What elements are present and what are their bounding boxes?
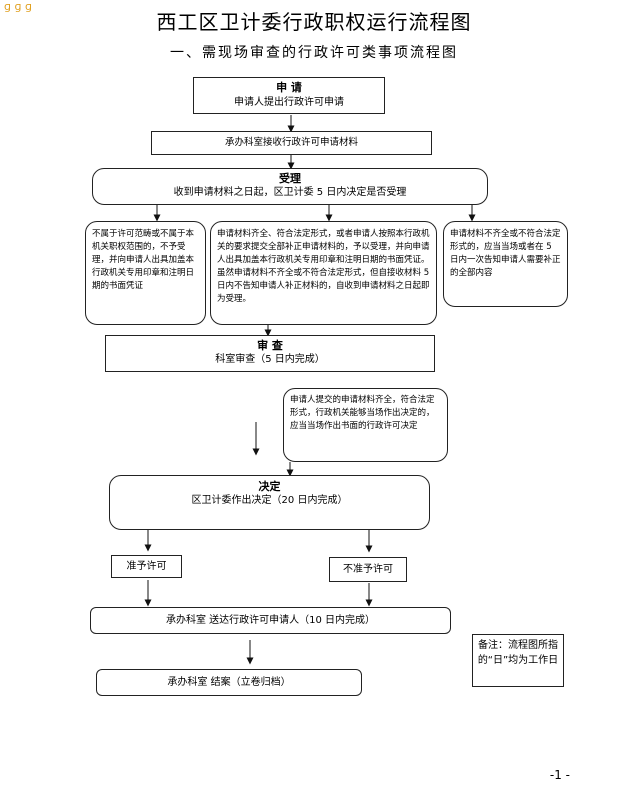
corner-mark: ɡ ɡ ɡ — [4, 0, 32, 13]
remark-text: 备注：流程图所指的“日”均为工作日 — [477, 640, 559, 666]
branch-incomplete-box: 申请材料不齐全或不符合法定形式的，应当当场或者在 5 日内一次告知申请人需要补正… — [443, 221, 568, 307]
reject-text: 不准予许可 — [343, 564, 393, 575]
branch-complete-text: 申请材料齐全、符合法定形式，或者申请人按照本行政机关的要求提交全部补正申请材料的… — [217, 229, 430, 304]
branch-out-of-scope-box: 不属于许可范畴或不属于本机关职权范围的，不予受理，并向申请人出具加盖本行政机关专… — [85, 221, 206, 325]
page-number: -1 - — [549, 768, 570, 782]
apply-text: 申请人提出行政许可申请 — [234, 97, 344, 108]
decision-heading: 决定 — [258, 480, 281, 493]
reject-box: 不准予许可 — [329, 557, 407, 582]
onsite-decision-note-box: 申请人提交的申请材料齐全，符合法定形式，行政机关能够当场作出决定的，应当当场作出… — [283, 388, 448, 462]
receive-text: 承办科室接收行政许可申请材料 — [224, 137, 358, 148]
approve-box: 准予许可 — [111, 555, 182, 578]
page-title: 西工区卫计委行政职权运行流程图 — [156, 10, 472, 34]
branch-incomplete-text: 申请材料不齐全或不符合法定形式的，应当当场或者在 5 日内一次告知申请人需要补正… — [450, 229, 561, 278]
close-box: 承办科室 结案（立卷归档） — [96, 669, 362, 696]
remark-box: 备注：流程图所指的“日”均为工作日 — [472, 634, 564, 687]
accept-heading: 受理 — [279, 172, 301, 185]
page-subtitle: 一、需现场审查的行政许可类事项流程图 — [170, 45, 458, 61]
onsite-decision-note-text: 申请人提交的申请材料齐全，符合法定形式，行政机关能够当场作出决定的，应当当场作出… — [290, 395, 435, 431]
deliver-box: 承办科室 送达行政许可申请人（10 日内完成） — [90, 607, 451, 634]
review-text: 科室审查（5 日内完成） — [215, 354, 325, 365]
approve-text: 准予许可 — [126, 561, 167, 572]
apply-box: 申 请 申请人提出行政许可申请 — [193, 77, 385, 114]
apply-heading: 申 请 — [276, 81, 302, 94]
branch-out-of-scope-text: 不属于许可范畴或不属于本机关职权范围的，不予受理，并向申请人出具加盖本行政机关专… — [92, 229, 195, 291]
review-box: 审 查 科室审查（5 日内完成） — [105, 335, 435, 372]
close-text: 承办科室 结案（立卷归档） — [167, 677, 291, 688]
deliver-text: 承办科室 送达行政许可申请人（10 日内完成） — [165, 615, 376, 626]
accept-box: 受理 收到申请材料之日起，区卫计委 5 日内决定是否受理 — [92, 168, 488, 205]
decision-text: 区卫计委作出决定（20 日内完成） — [191, 495, 348, 506]
accept-text: 收到申请材料之日起，区卫计委 5 日内决定是否受理 — [173, 187, 407, 198]
branch-complete-box: 申请材料齐全、符合法定形式，或者申请人按照本行政机关的要求提交全部补正申请材料的… — [210, 221, 437, 325]
receive-box: 承办科室接收行政许可申请材料 — [151, 131, 432, 155]
review-heading: 审 查 — [257, 339, 283, 352]
decision-box: 决定 区卫计委作出决定（20 日内完成） — [109, 475, 430, 530]
